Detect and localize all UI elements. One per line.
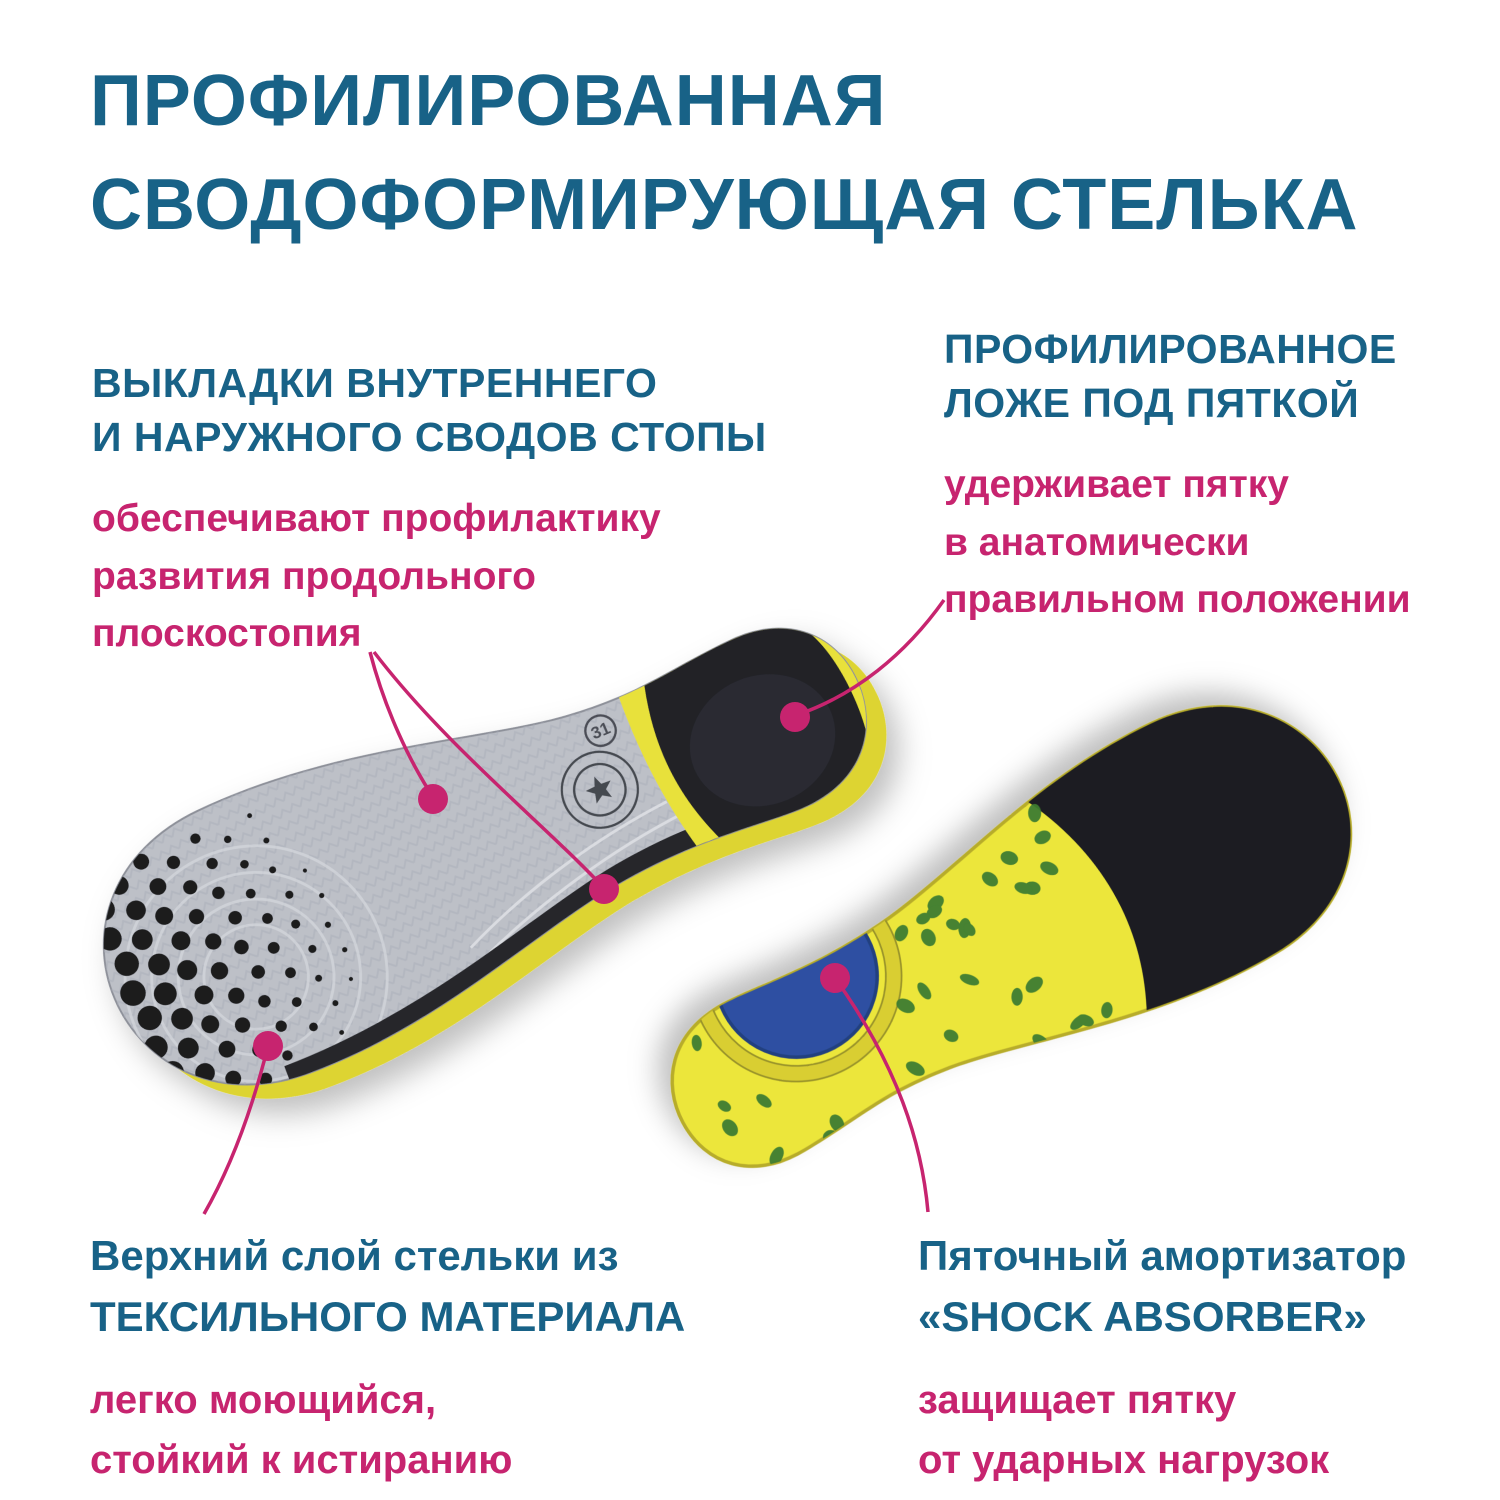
heel-bed-heading: ПРОФИЛИРОВАННОЕ ЛОЖЕ ПОД ПЯТКОЙ xyxy=(944,322,1411,430)
callout-line-top-layer xyxy=(202,1045,270,1215)
callout-shock-absorber: Пяточный амортизатор «SHOCK ABSORBER» за… xyxy=(918,1226,1406,1490)
heel-bed-body: удерживает пятку в анатомически правильн… xyxy=(944,456,1411,628)
callout-heel-bed: ПРОФИЛИРОВАННОЕ ЛОЖЕ ПОД ПЯТКОЙ удержива… xyxy=(944,322,1411,628)
shock-title: Пяточный амортизатор «SHOCK ABSORBER» xyxy=(918,1226,1406,1348)
shock-body: защищает пятку от ударных нагрузок xyxy=(918,1370,1406,1490)
arch-body: обеспечивают профилактику развития продо… xyxy=(92,490,767,662)
shock-body-line-2: от ударных нагрузок xyxy=(918,1437,1330,1482)
shock-body-line-1: защищает пятку xyxy=(918,1377,1237,1422)
page-title-line-1: ПРОФИЛИРОВАННАЯ xyxy=(90,61,887,141)
callout-line-heel-bed xyxy=(796,598,946,717)
callout-arch-supports: ВЫКЛАДКИ ВНУТРЕННЕГО И НАРУЖНОГО СВОДОВ … xyxy=(92,356,767,662)
callout-dot-arch-2 xyxy=(589,874,619,904)
callout-dot-heel-bed xyxy=(780,702,810,732)
callout-connectors xyxy=(202,598,946,1215)
top-layer-body: легко моющийся, стойкий к истиранию xyxy=(90,1370,685,1490)
top-layer-title-line-1: Верхний слой стельки из xyxy=(90,1232,619,1279)
top-layer-body-line-2: стойкий к истиранию xyxy=(90,1437,513,1482)
callout-line-arch-1 xyxy=(368,651,435,798)
callout-dot-shock xyxy=(820,963,850,993)
top-layer-title: Верхний слой стельки из ТЕКСИЛЬНОГО МАТЕ… xyxy=(90,1226,685,1348)
heel-bed-body-line-3: правильном положении xyxy=(944,577,1411,621)
arch-body-line-3: плоскостопия xyxy=(92,611,362,655)
top-layer-title-line-2: ТЕКСИЛЬНОГО МАТЕРИАЛА xyxy=(90,1292,686,1340)
arch-heading-line-1: ВЫКЛАДКИ ВНУТРЕННЕГО xyxy=(92,360,658,406)
page-title-line-2: СВОДОФОРМИРУЮЩАЯ СТЕЛЬКА xyxy=(90,164,1359,245)
heel-bed-body-line-2: в анатомически xyxy=(944,520,1250,564)
heel-bed-body-line-1: удерживает пятку xyxy=(944,463,1289,507)
shock-title-line-1: Пяточный амортизатор xyxy=(918,1232,1407,1279)
heel-bed-heading-line-2: ЛОЖЕ ПОД ПЯТКОЙ xyxy=(944,380,1360,427)
toe-halftone-dots xyxy=(76,813,354,1113)
arch-body-line-1: обеспечивают профилактику xyxy=(92,497,661,541)
brand-stamp xyxy=(560,750,640,829)
arch-heading-line-2: И НАРУЖНОГО СВОДОВ СТОПЫ xyxy=(92,414,767,461)
callout-dot-arch-1 xyxy=(418,784,448,814)
arch-heading: ВЫКЛАДКИ ВНУТРЕННЕГО И НАРУЖНОГО СВОДОВ … xyxy=(92,356,767,464)
callout-top-layer: Верхний слой стельки из ТЕКСИЛЬНОГО МАТЕ… xyxy=(90,1226,685,1490)
top-layer-body-line-1: легко моющийся, xyxy=(90,1377,437,1422)
callout-line-shock xyxy=(833,976,930,1213)
page-title: ПРОФИЛИРОВАННАЯ СВОДОФОРМИРУЮЩАЯ СТЕЛЬКА xyxy=(90,50,1358,257)
callout-line-arch-2 xyxy=(372,650,604,888)
arch-body-line-2: развития продольного xyxy=(92,554,536,598)
shock-title-line-2: «SHOCK ABSORBER» xyxy=(918,1292,1367,1340)
callout-dot-top-layer xyxy=(253,1031,283,1061)
heel-bed-heading-line-1: ПРОФИЛИРОВАННОЕ xyxy=(944,326,1397,372)
